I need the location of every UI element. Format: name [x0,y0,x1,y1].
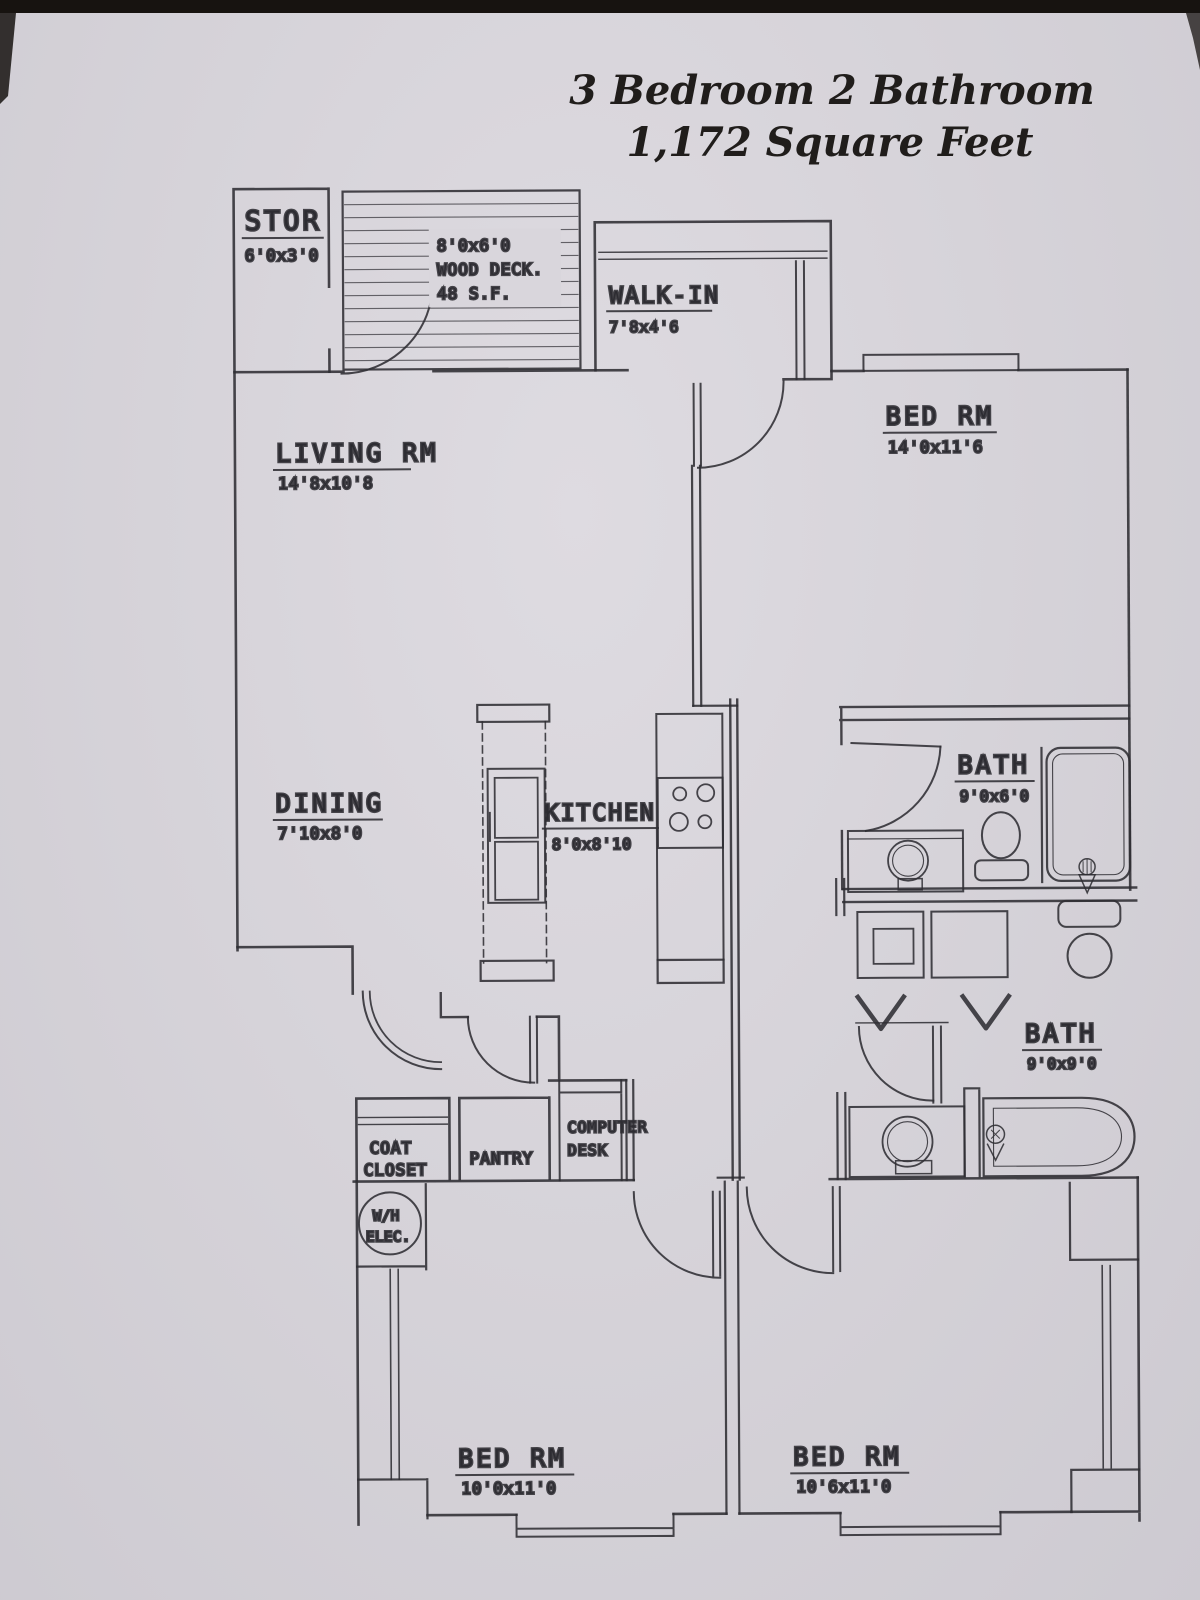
walkin-label: WALK-IN [609,283,720,310]
bifold-door-left [854,993,907,1032]
entry-closets: COAT CLOSET PANTRY COMPUTER DESK [352,990,649,1183]
dryer [930,910,1009,979]
bedroom-left-label: BED RM [458,1443,566,1473]
stove-burners [668,783,716,832]
bifold-door-right [959,993,1012,1031]
deck-area: 48 S.F. [437,284,512,303]
deck-label: WOOD DECK. [437,260,543,280]
bath-lower: BATH 9'0x9'0 [828,877,1140,1181]
living-room: LIVING RM 14'8x10'8 [233,369,597,494]
storage-room: STOR 6'0x3'0 [232,187,331,952]
bath-upper-label: BATH [957,750,1029,779]
bedroom-main-door-leaf [692,382,702,467]
tub-faucet [985,1124,1006,1144]
bath-lower-door-arc [857,1025,935,1102]
dining-room: DINING 7'10x8'0 [236,787,385,995]
bath-lower-sink [881,1115,934,1168]
pantry-label: PANTRY [470,1149,534,1168]
dining-dims: 7'10x8'0 [278,824,363,843]
refrigerator [486,767,547,904]
living-label: LIVING RM [276,438,439,468]
bedroom-left-dims: 10'0x11'0 [461,1479,557,1499]
photo-edge-top [0,0,1200,13]
bath-upper-dims: 9'0x6'0 [960,787,1030,805]
photo-edge-right [1186,13,1200,70]
kitchen-label: KITCHEN [545,800,656,827]
coat-closet-line2: CLOSET [364,1160,428,1179]
bedroom-main-door-arc [696,380,785,469]
title-line2: 1,172 Square Feet [626,119,1034,166]
shower [1045,746,1132,883]
bath-lower-toilet-tank [1057,899,1122,928]
walkin-dims: 7'8x4'6 [609,318,679,336]
stove [656,776,724,850]
bedroom-main: BED RM 14'0x11'6 [690,353,1132,891]
photo-edges [0,0,1200,104]
dining-label: DINING [276,788,384,818]
computer-desk: COMPUTER DESK [558,1079,649,1182]
washer [856,910,925,979]
bedroom-left-window-south [515,1512,675,1538]
walk-in-closet: WALK-IN 7'8x4'6 [593,219,833,381]
bedrooms-bottom: BED RM 10'0x11'0 BED RM 10'6x11'0 [355,1176,1141,1538]
coat-closet-line1: COAT [370,1138,413,1157]
bedroom-right-window-east [1101,1264,1113,1469]
shower-drain [1077,858,1097,895]
bath-lower-toilet [1066,932,1113,979]
pantry-closet: PANTRY [457,1096,552,1181]
bedroom-right-window-south [839,1511,1002,1537]
plan-linework: STOR 6'0x3'0 8'0x6'0 WOOD DECK. 48 S.F. … [232,187,1141,1538]
title-line1: 3 Bedroom 2 Bathroom [569,67,1094,114]
photo-edge-left [0,13,16,104]
deck-dims: 8'0x6'0 [437,236,512,255]
bedroom-right-door-leaf [831,1186,842,1273]
bedroom-right-dims: 10'6x11'0 [796,1477,892,1497]
water-heater [357,1191,422,1256]
bath-upper-door-arc [864,745,942,833]
bath-upper-door-leaf [850,741,942,748]
utility-closet: W/H ELEC. [357,1191,422,1256]
computer-desk-line2: DESK [568,1141,608,1159]
bedroom-left-door-arc [632,1191,722,1279]
kitchen: KITCHEN 8'0x8'10 [476,698,741,1181]
bedroom-divider-wall [716,1176,745,1515]
bedroom-left-window-west [389,1268,401,1481]
wood-deck: 8'0x6'0 WOOD DECK. 48 S.F. [340,189,582,375]
bath-lower-door-leaf [931,1025,943,1104]
bedroom-right-label: BED RM [793,1442,901,1472]
plan-title: 3 Bedroom 2 Bathroom 1,172 Square Feet [569,67,1094,166]
bathtub [982,1096,1136,1178]
bath-upper-sink [887,839,929,882]
pantry-door-arc [466,1016,536,1084]
pantry-door-leaf [528,1015,539,1084]
walkin-shelf [598,250,828,261]
bath-upper: BATH 9'0x6'0 [840,741,1138,904]
bedroom-main-dims: 14'0x11'6 [888,437,984,457]
storage-label: STOR [245,206,322,237]
entry-door-arc [361,990,443,1071]
coat-closet: COAT CLOSET [354,1096,452,1181]
bath-upper-vanity [846,829,965,894]
bedroom-right-door-arc [745,1186,835,1275]
bath-lower-label: BATH [1025,1019,1097,1048]
kitchen-dims: 8'0x8'10 [552,835,632,853]
utility-line1: W/H [373,1208,400,1224]
bedroom-main-window [862,353,1020,372]
bath-lower-dims: 9'0x9'0 [1027,1055,1097,1073]
utility-line2: ELEC. [366,1229,411,1245]
bedroom-main-label: BED RM [886,401,994,431]
living-dims: 14'8x10'8 [278,473,374,493]
bedroom-left-door-leaf [711,1190,722,1277]
storage-dims: 6'0x3'0 [245,246,320,265]
bath-upper-toilet [980,811,1021,860]
computer-desk-line1: COMPUTER [567,1118,647,1136]
